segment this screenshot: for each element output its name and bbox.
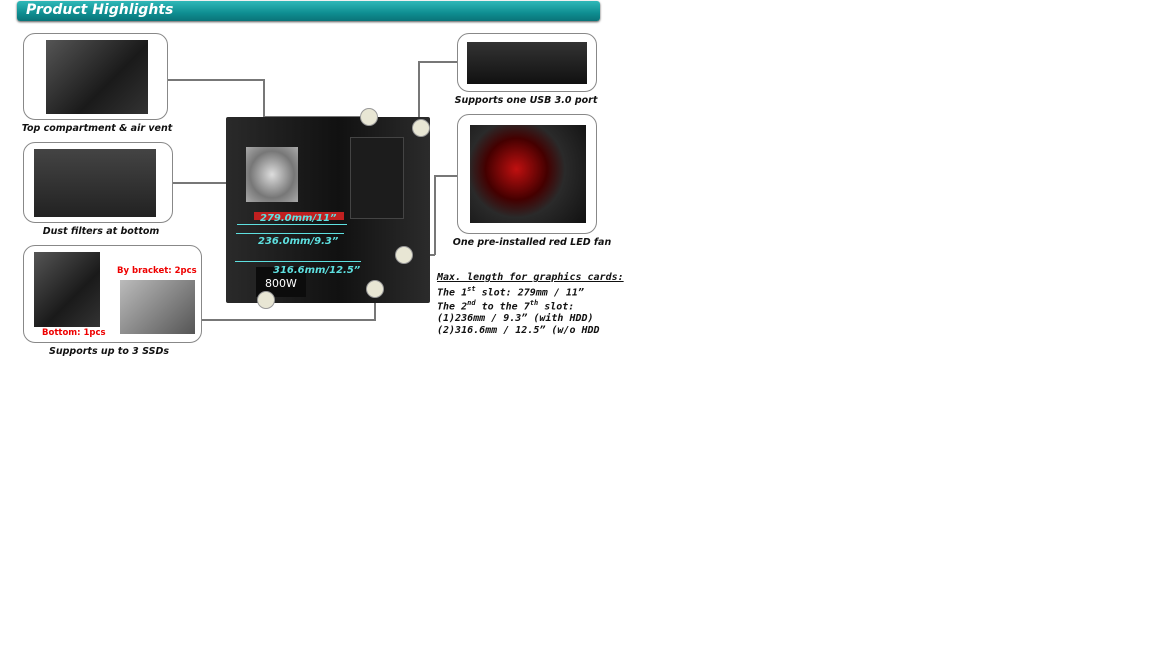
spec-line: The 2 bbox=[437, 301, 468, 313]
hotspot-usb[interactable] bbox=[412, 119, 430, 137]
top-compartment-caption: Top compartment & air vent bbox=[21, 123, 173, 134]
connector-line bbox=[374, 289, 376, 320]
connector-line bbox=[434, 175, 436, 255]
spec-line: (1)236mm / 9.3” (with HDD) bbox=[437, 313, 594, 325]
hotspot-ssd[interactable] bbox=[366, 280, 384, 298]
fan-photo-frame bbox=[457, 114, 597, 234]
ssd-photo-frame: By bracket: 2pcs Bottom: 1pcs bbox=[23, 245, 202, 343]
spec-sup: st bbox=[467, 284, 476, 293]
spec-line: slot: bbox=[538, 301, 575, 313]
psu-label: 800W bbox=[265, 277, 297, 290]
spec-sup: th bbox=[529, 299, 539, 308]
measure-slot1: 279.0mm/11” bbox=[260, 213, 337, 224]
top-compartment-photo-frame bbox=[23, 33, 168, 120]
case-photo bbox=[226, 117, 430, 303]
connector-line bbox=[434, 175, 457, 177]
dust-filter-photo-frame bbox=[23, 142, 173, 223]
connector-line bbox=[263, 116, 369, 118]
spec-line: slot: 279mm / 11” bbox=[475, 286, 584, 298]
fan-caption: One pre-installed red LED fan bbox=[452, 237, 612, 248]
connector-line bbox=[418, 61, 420, 128]
connector-line bbox=[418, 61, 457, 63]
hotspot-top[interactable] bbox=[360, 108, 378, 126]
spec-sup: nd bbox=[467, 299, 476, 308]
measure-slot2-no-hdd: 316.6mm/12.5” bbox=[273, 265, 361, 276]
usb-caption: Supports one USB 3.0 port bbox=[454, 95, 598, 106]
specs-title: Max. length for graphics cards: bbox=[437, 272, 624, 283]
connector-line bbox=[263, 79, 265, 117]
ssd-bottom-label: Bottom: 1pcs bbox=[42, 328, 106, 338]
connector-line bbox=[201, 319, 376, 321]
ssd-bracket-label: By bracket: 2pcs bbox=[117, 266, 197, 276]
usb-photo-frame bbox=[457, 33, 597, 92]
ssd-caption: Supports up to 3 SSDs bbox=[49, 346, 169, 357]
spec-line: (2)316.6mm / 12.5” (w/o HDD bbox=[437, 324, 600, 336]
spec-line: to the 7 bbox=[475, 301, 530, 313]
graphics-card-specs: Max. length for graphics cards: The 1st … bbox=[437, 272, 624, 336]
connector-line bbox=[172, 182, 226, 184]
spec-line: The 1 bbox=[437, 286, 468, 298]
hotspot-fan[interactable] bbox=[395, 246, 413, 264]
dust-filter-caption: Dust filters at bottom bbox=[42, 226, 160, 237]
connector-line bbox=[167, 79, 264, 81]
header-banner: Product Highlights bbox=[17, 1, 600, 21]
page-title: Product Highlights bbox=[26, 2, 174, 18]
hotspot-dust[interactable] bbox=[257, 291, 275, 309]
measure-slot2-hdd: 236.0mm/9.3” bbox=[258, 236, 339, 247]
